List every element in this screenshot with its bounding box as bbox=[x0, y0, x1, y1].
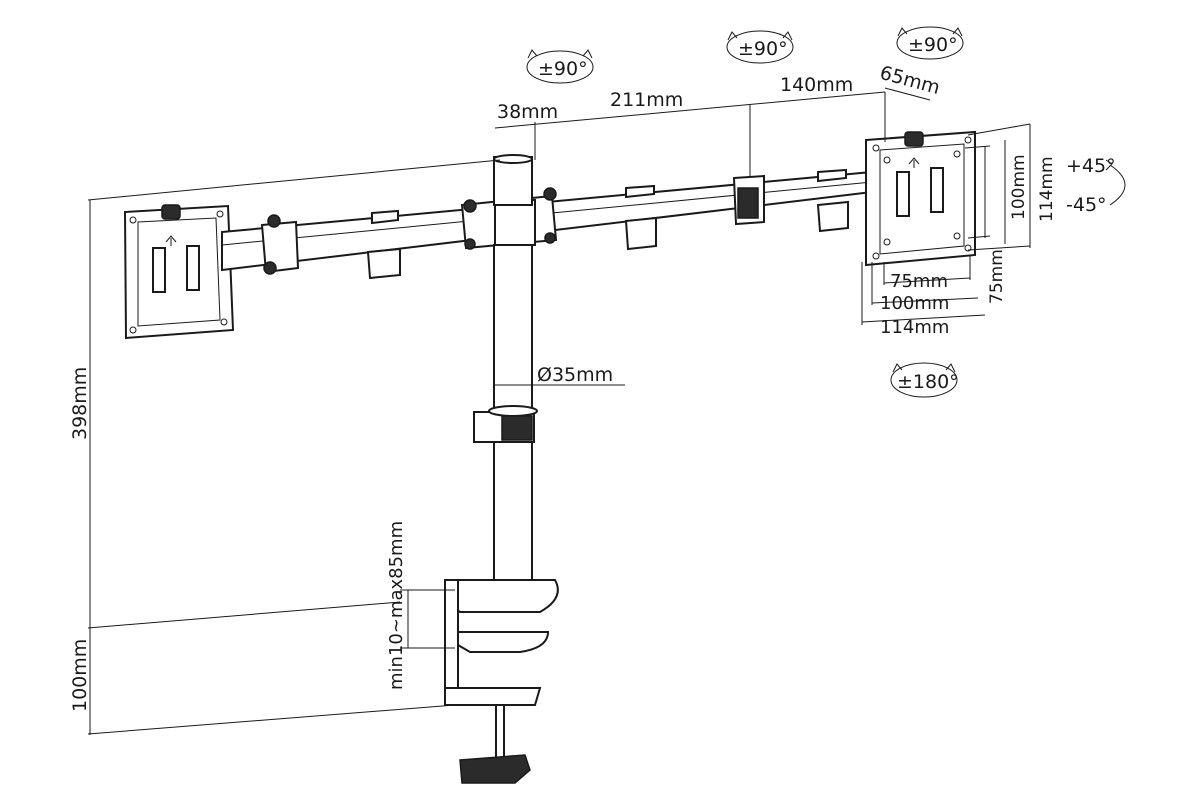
dim-arm-segment-1: 211mm bbox=[610, 89, 683, 111]
rotation-label-arm-right: ±90° bbox=[908, 34, 958, 56]
right-vesa-plate bbox=[865, 130, 976, 267]
dim-vesa-v-100: 100mm bbox=[880, 293, 949, 314]
dim-vesa-v-75: 75mm bbox=[890, 271, 948, 292]
desk-clamp bbox=[444, 579, 559, 784]
center-joint bbox=[460, 187, 558, 250]
rotation-label-arm-left: ±90° bbox=[538, 58, 588, 80]
dim-vesa-h-100: 100mm bbox=[1009, 154, 1029, 220]
dimension-lines bbox=[87, 87, 1031, 735]
tilt-up-label: +45° bbox=[1066, 155, 1116, 177]
dim-total-height: 398mm bbox=[69, 367, 91, 440]
labels: ±90° ±90° ±90° 38mm 211mm 140mm 65mm 75m… bbox=[69, 34, 1116, 712]
vertical-pole bbox=[473, 154, 538, 586]
dim-clamp-height: 100mm bbox=[69, 639, 91, 712]
dim-arm-tip: 65mm bbox=[877, 62, 942, 99]
dim-pole-offset: 38mm bbox=[497, 101, 558, 123]
dim-arm-segment-2: 140mm bbox=[780, 74, 853, 96]
rotation-indicators bbox=[526, 26, 1126, 398]
dim-vesa-h-114: 114mm bbox=[1037, 156, 1057, 222]
swivel-label: ±180° bbox=[897, 371, 959, 393]
dim-vesa-v-114: 114mm bbox=[880, 317, 949, 338]
dim-clamp-range: min10~max85mm bbox=[386, 521, 407, 690]
dim-pole-diameter: Ø35mm bbox=[537, 364, 613, 386]
rotation-label-arm-mid: ±90° bbox=[738, 38, 788, 60]
tilt-down-label: -45° bbox=[1066, 194, 1107, 216]
left-vesa-plate bbox=[123, 204, 235, 340]
dim-vesa-h-75: 75mm bbox=[987, 249, 1007, 304]
